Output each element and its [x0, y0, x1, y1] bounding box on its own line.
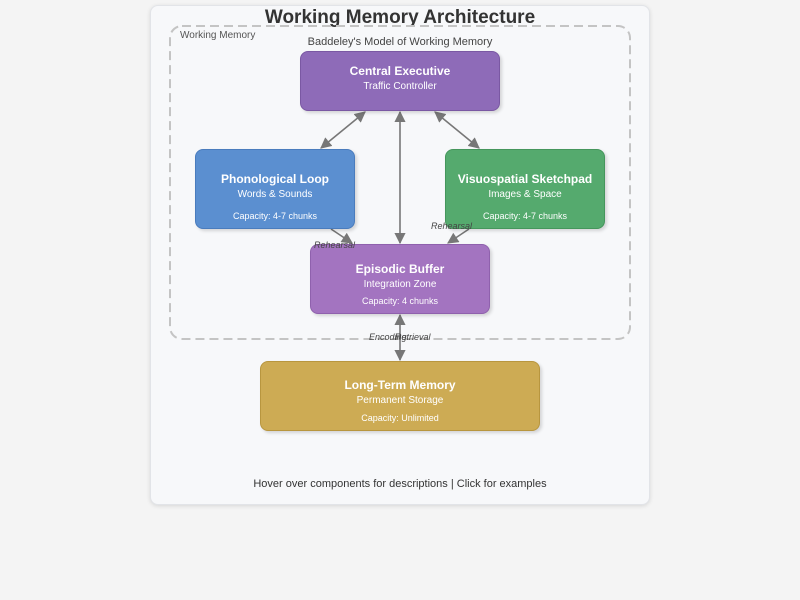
phonological-loop-name: Phonological Loop [221, 172, 329, 186]
arrow-ce-pl [320, 111, 366, 149]
diagram-title: Working Memory Architecture [264, 7, 536, 28]
episodic-buffer-subtitle: Integration Zone [363, 279, 437, 290]
episodic-buffer-capacity: Capacity: 4 chunks [361, 296, 439, 306]
phonological-loop-box[interactable]: Phonological Loop Words & Sounds Capacit… [195, 149, 355, 229]
rehearsal-label-phonological: Rehearsal [314, 240, 356, 250]
central-executive-name: Central Executive [349, 64, 451, 78]
instruction-footer: Hover over components for descriptions |… [253, 478, 547, 490]
visuospatial-sketchpad-name: Visuospatial Sketchpad [457, 172, 593, 186]
rehearsal-label-visuospatial: Rehearsal [431, 221, 473, 231]
arrow-ce-vs [434, 111, 480, 149]
visuospatial-sketchpad-capacity: Capacity: 4-7 chunks [482, 211, 568, 221]
encoding-label: Encoding [369, 332, 407, 342]
phonological-loop-subtitle: Words & Sounds [237, 189, 313, 200]
visuospatial-sketchpad-box[interactable]: Visuospatial Sketchpad Images & Space Ca… [445, 149, 605, 229]
arrow-pl-eb [330, 228, 353, 244]
arrow-vs-eb [447, 228, 470, 244]
working-memory-label: Working Memory [180, 30, 256, 41]
episodic-buffer-name: Episodic Buffer [355, 262, 445, 276]
retrieval-label: Retrieval [395, 332, 431, 342]
central-executive-subtitle: Traffic Controller [363, 81, 437, 92]
diagram-subtitle: Baddeley's Model of Working Memory [307, 36, 493, 48]
episodic-buffer-box[interactable]: Episodic Buffer Integration Zone Capacit… [310, 244, 490, 314]
visuospatial-sketchpad-subtitle: Images & Space [488, 189, 562, 200]
long-term-memory-name: Long-Term Memory [344, 378, 456, 392]
central-executive-box[interactable]: Central Executive Traffic Controller [300, 51, 500, 111]
phonological-loop-capacity: Capacity: 4-7 chunks [232, 211, 318, 221]
long-term-memory-capacity: Capacity: Unlimited [361, 413, 439, 423]
long-term-memory-subtitle: Permanent Storage [356, 395, 444, 406]
long-term-memory-box[interactable]: Long-Term Memory Permanent Storage Capac… [260, 361, 540, 431]
